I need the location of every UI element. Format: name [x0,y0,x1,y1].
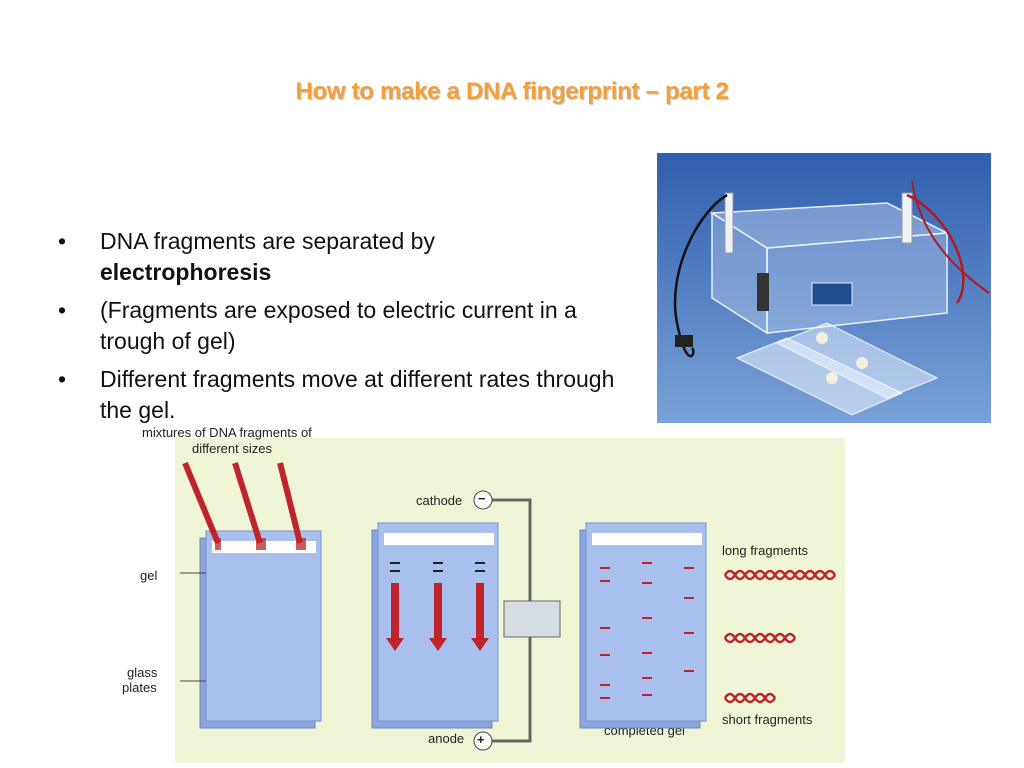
label-short-fragments: short fragments [722,712,813,727]
electrophoresis-apparatus-photo [657,153,991,423]
cathode-sign: − [478,491,486,506]
bullet-marker: • [58,297,67,323]
gel-plate-3 [579,522,707,729]
slide-title: How to make a DNA fingerprint – part 2 [295,78,729,105]
bullet-text: DNA fragments are separated by [100,228,435,254]
label-mixtures-2: different sizes [192,441,272,456]
bullet-item: • Different fragments move at different … [58,364,638,426]
bullet-marker: • [58,366,67,392]
diagram-drawing [180,461,837,751]
label-plates: plates [122,680,157,695]
bullet-list: • DNA fragments are separated by electro… [58,226,638,433]
label-cathode: cathode [416,493,463,508]
bullet-text: (Fragments are exposed to electric curre… [100,297,577,354]
electrophoresis-diagram: mixtures of DNA fragments of different s… [120,423,850,763]
label-mixtures: mixtures of DNA fragments of [142,425,312,440]
label-glass: glass [127,665,158,680]
gel-plate-1 [180,461,322,729]
bullet-bold-text: electrophoresis [100,259,272,285]
label-long-fragments: long fragments [722,543,808,558]
bullet-text: Different fragments move at different ra… [100,366,615,423]
label-gel: gel [140,568,158,583]
anode-sign: + [477,732,485,747]
gel-plate-2 [371,522,499,729]
label-anode: anode [428,731,465,746]
bullet-marker: • [58,228,67,254]
bullet-item: • DNA fragments are separated by electro… [58,226,638,288]
bullet-item: • (Fragments are exposed to electric cur… [58,295,638,357]
